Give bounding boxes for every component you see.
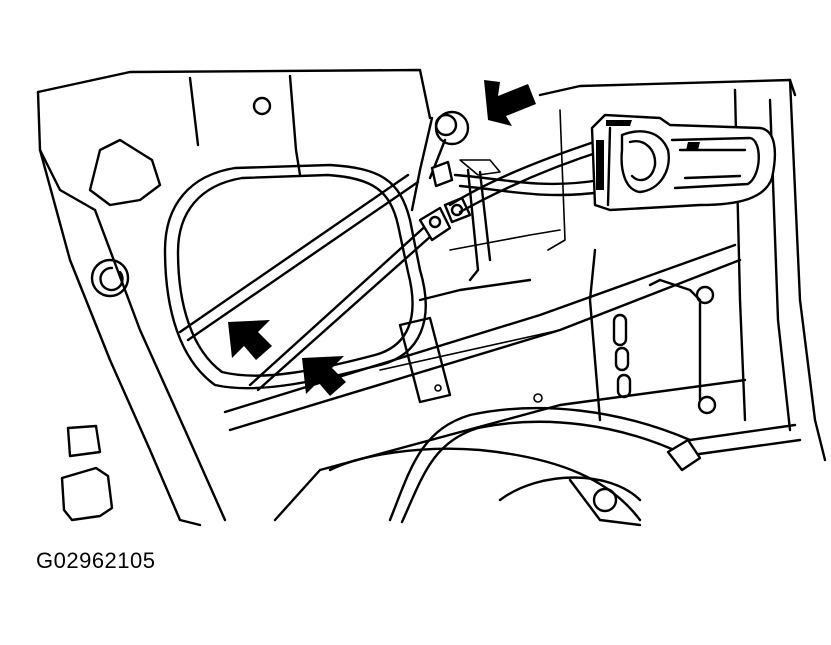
- callout-arrow-middle-left: [228, 320, 272, 360]
- connecting-rods: [178, 173, 442, 392]
- cable-clip-upper: [430, 160, 454, 188]
- right-panel: [533, 248, 717, 422]
- lower-left-pads: [60, 424, 114, 522]
- callout-arrow-top-right: [484, 80, 536, 126]
- mounting-tab-left: [88, 138, 162, 207]
- rod-clip-left: [418, 206, 452, 242]
- frame-rails: [223, 229, 747, 522]
- rod-clips: [410, 110, 472, 242]
- callout-arrow-lower-middle: [302, 356, 346, 396]
- wire-harness: [328, 406, 802, 527]
- rod-guide-loop: [163, 163, 427, 390]
- bolt-hole-upper: [252, 96, 272, 116]
- harness-clip: [666, 438, 702, 472]
- bolt-left: [90, 258, 130, 298]
- bracket-plate: [398, 316, 452, 404]
- upper-pillar: [88, 74, 302, 207]
- figure-code: G02962105: [36, 548, 156, 573]
- handle-cables: [448, 138, 607, 282]
- inside-door-handle: [590, 113, 776, 212]
- harness-grommet: [592, 487, 618, 513]
